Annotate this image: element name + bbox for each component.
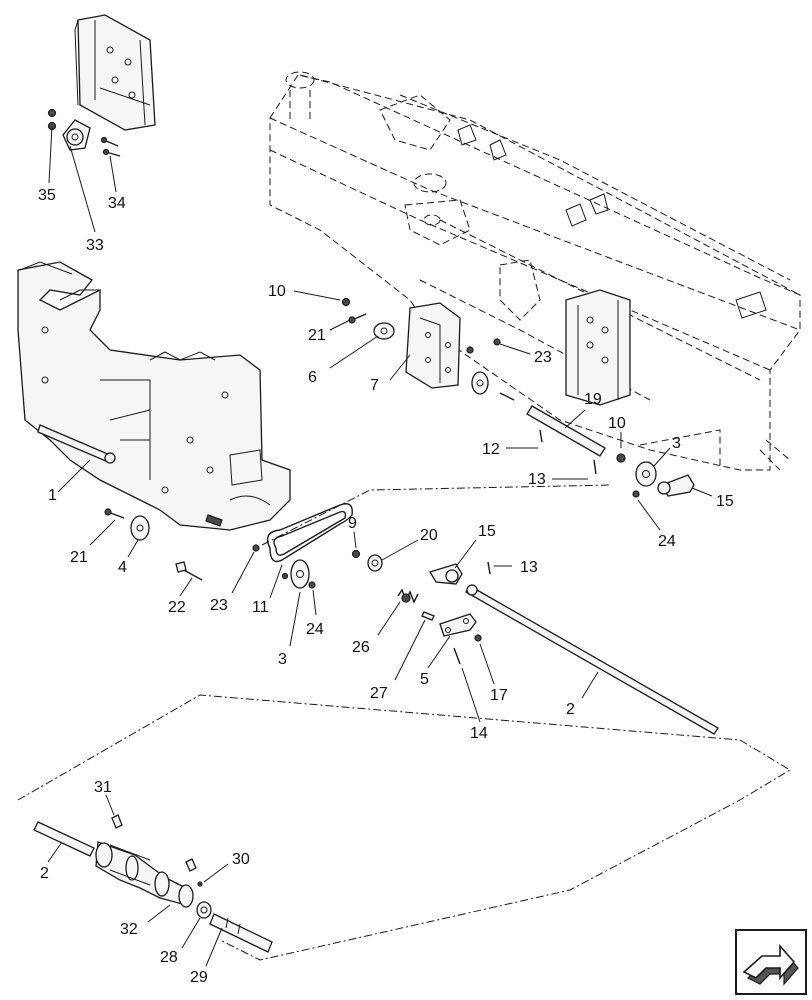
sprocket-center: [471, 371, 489, 395]
idler-15-center: [429, 563, 463, 585]
callout-4: 4: [118, 559, 127, 576]
key-12: [539, 429, 543, 443]
idler-arm-5: [439, 613, 477, 637]
next-page-arrow-icon[interactable]: [735, 929, 807, 995]
nut-23-b: [493, 338, 501, 346]
callout-32: 32: [120, 921, 138, 938]
bolt-34: [100, 136, 121, 157]
bushing-20: [367, 554, 383, 572]
callout-27: 27: [370, 685, 388, 702]
callout-23-top: 23: [534, 349, 552, 366]
callout-5: 5: [420, 671, 429, 688]
bolt-center: [499, 392, 515, 401]
callout-7: 7: [370, 377, 379, 394]
sprocket-3-right: [635, 461, 657, 487]
frame-beam: [269, 71, 801, 471]
callout-10-right: 10: [608, 415, 626, 432]
callout-22: 22: [168, 599, 186, 616]
spring-26: [397, 588, 419, 604]
u-joint-32: [95, 841, 194, 908]
callout-30: 30: [232, 851, 250, 868]
set-screw-upper: [185, 858, 197, 872]
long-shaft-2: [465, 584, 719, 735]
stub-shaft-29: [209, 913, 273, 953]
nut-24-chain: [308, 581, 316, 589]
pin-30: [197, 881, 203, 887]
bolt-22: [175, 561, 203, 581]
callout-15-center: 15: [478, 523, 496, 540]
nut-10-right: [616, 453, 626, 463]
callout-20: 20: [420, 527, 438, 544]
callout-labels: 35 34 33 10 21 6 7 23 19 12 10 3 13 15 2…: [38, 187, 734, 986]
mounting-plate-detail: [74, 14, 156, 131]
pin-27: [421, 611, 435, 621]
nut-9: [351, 549, 361, 559]
callout-12: 12: [482, 441, 500, 458]
callout-35: 35: [38, 187, 56, 204]
set-screw-31: [111, 814, 123, 829]
bolt-21-left: [104, 508, 125, 519]
nut-17: [474, 634, 482, 642]
callout-13-center: 13: [520, 559, 538, 576]
nut-24-right: [632, 490, 640, 498]
key-13-top: [593, 459, 597, 475]
pin-left: [205, 514, 223, 527]
callout-24-right: 24: [658, 533, 676, 550]
nut-10-top: [341, 297, 351, 307]
callout-28: 28: [160, 949, 178, 966]
frame-bracket: [565, 289, 631, 406]
key-14: [453, 647, 461, 665]
callout-9: 9: [348, 515, 357, 532]
callout-2-bottom: 2: [40, 865, 49, 882]
callout-11: 11: [252, 599, 269, 616]
callout-21-left: 21: [70, 549, 88, 566]
key-13-center: [487, 561, 491, 575]
bearing-flange-33: [62, 119, 91, 151]
callout-3-right: 3: [672, 435, 681, 452]
callout-29: 29: [190, 969, 208, 986]
shaft-2-bottom: [33, 821, 95, 857]
left-side-sheet: [17, 261, 291, 531]
callout-17: 17: [490, 687, 508, 704]
idler-15-right: [657, 474, 695, 497]
callout-23-left: 23: [210, 597, 228, 614]
callout-33: 33: [86, 237, 104, 254]
callout-6: 6: [308, 369, 317, 386]
sprocket-3-chain: [281, 559, 310, 589]
callout-14: 14: [470, 725, 488, 742]
callout-13-top: 13: [528, 471, 546, 488]
callout-21-top: 21: [308, 327, 326, 344]
callout-15-right: 15: [716, 493, 734, 510]
callout-26: 26: [352, 639, 370, 656]
callout-2-center: 2: [566, 701, 575, 718]
callout-10-top: 10: [268, 283, 286, 300]
callout-31: 31: [94, 779, 112, 796]
bolt-21-top: [348, 313, 367, 324]
callout-24-chain: 24: [306, 621, 324, 638]
nut-23-chain: [252, 544, 260, 552]
nut-35a: [47, 108, 57, 118]
callout-3-chain: 3: [278, 651, 287, 668]
bearing-6: [373, 322, 395, 340]
shaft-19: [526, 405, 606, 457]
collar-28: [196, 901, 212, 919]
roller-chain-11: [266, 503, 353, 563]
callout-34: 34: [108, 195, 126, 212]
sprocket-4: [130, 515, 150, 541]
callout-1: 1: [48, 487, 57, 504]
nut-23-a: [466, 346, 474, 354]
shaft-1: [37, 424, 116, 464]
callout-19: 19: [584, 391, 602, 408]
bracket-7: [405, 302, 461, 389]
